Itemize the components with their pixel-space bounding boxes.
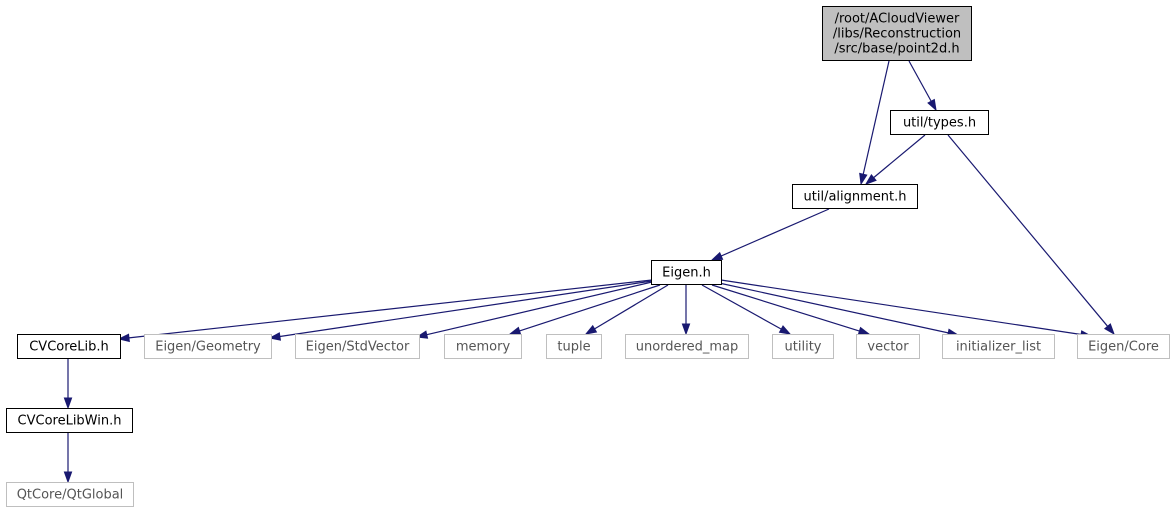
node-label: unordered_map — [636, 340, 739, 355]
edge-line — [720, 208, 830, 257]
node-box — [625, 334, 749, 359]
node-label: tuple — [557, 340, 590, 355]
edge-eigen-to-cvcorelib — [117, 279, 653, 343]
edge-root-to-types — [908, 60, 937, 112]
edge-root-to-alignment — [859, 60, 890, 186]
node-label: Eigen/Core — [1088, 340, 1159, 355]
edge-line — [862, 60, 890, 175]
node-label: utility — [785, 340, 822, 355]
edge-alignment-to-eigen — [710, 208, 830, 261]
node-box — [295, 334, 420, 359]
edge-eigen-to-eigen_geometry — [268, 280, 653, 341]
node-cvcorelibwin[interactable]: CVCoreLibWin.h — [6, 408, 133, 433]
edge-line — [720, 279, 1082, 336]
node-label: QtCore/QtGlobal — [17, 488, 124, 503]
edge-types-to-eigen_core — [947, 134, 1115, 336]
node-alignment[interactable]: util/alignment.h — [792, 184, 918, 209]
arrowhead-icon — [859, 172, 868, 186]
node-eigen[interactable]: Eigen.h — [651, 260, 722, 285]
edge-line — [718, 282, 949, 334]
node-types[interactable]: util/types.h — [890, 110, 989, 135]
node-eigen-stdvector: Eigen/StdVector — [295, 334, 420, 359]
node-box — [772, 334, 834, 359]
edge-line — [279, 280, 653, 338]
node-qtglobal: QtCore/QtGlobal — [6, 482, 134, 507]
node-utility: utility — [772, 334, 834, 359]
edge-eigen-to-unordered_map — [681, 285, 691, 336]
node-tuple: tuple — [546, 334, 602, 359]
node-box — [144, 334, 272, 359]
node-label: /root/ACloudViewer — [835, 12, 960, 27]
node-root[interactable]: /root/ACloudViewer/libs/Reconstruction/s… — [822, 6, 972, 61]
node-box — [651, 260, 722, 285]
node-label: /src/base/point2d.h — [834, 42, 959, 57]
node-label: util/alignment.h — [804, 190, 907, 205]
edge-eigen-to-eigen_stdvector — [415, 281, 653, 339]
node-box — [6, 408, 133, 433]
node-box — [942, 334, 1055, 359]
node-label: Eigen/Geometry — [155, 340, 261, 355]
node-label: CVCoreLib.h — [29, 340, 109, 355]
node-initializer-list: initializer_list — [942, 334, 1055, 359]
nodes-layer: /root/ACloudViewer/libs/Reconstruction/s… — [6, 6, 1170, 507]
arrowhead-icon — [508, 326, 522, 335]
edge-types-to-alignment — [864, 134, 926, 185]
edge-eigen-to-tuple — [584, 284, 669, 335]
edge-line — [947, 134, 1109, 327]
arrowhead-icon — [864, 173, 877, 185]
node-eigen-geometry: Eigen/Geometry — [144, 334, 272, 359]
node-label: CVCoreLibWin.h — [18, 414, 122, 429]
edge-line — [701, 284, 782, 330]
edge-line — [873, 134, 926, 179]
edge-cvcorelib-to-cvcorelibwin — [63, 359, 73, 410]
node-memory: memory — [444, 334, 522, 359]
node-label: /libs/Reconstruction — [833, 27, 961, 42]
edge-eigen-to-initializer_list — [718, 282, 960, 337]
edge-line — [426, 281, 653, 336]
node-box — [444, 334, 522, 359]
edge-line — [711, 284, 860, 332]
node-label: Eigen/StdVector — [306, 340, 410, 355]
edge-cvcorelibwin-to-qtglobal — [63, 433, 73, 484]
edge-eigen-to-eigen_core — [720, 279, 1093, 339]
arrowhead-icon — [710, 251, 724, 261]
arrowhead-icon — [778, 325, 792, 335]
node-box — [546, 334, 602, 359]
arrowhead-icon — [857, 326, 871, 335]
arrowhead-icon — [584, 324, 598, 335]
node-vector: vector — [856, 334, 920, 359]
arrowhead-icon — [1103, 323, 1115, 336]
node-box — [17, 334, 121, 359]
node-label: memory — [456, 340, 511, 355]
arrowhead-icon — [117, 333, 130, 343]
arrowhead-icon — [927, 98, 937, 112]
arrowhead-icon — [681, 323, 691, 336]
edge-line — [908, 60, 932, 102]
arrowhead-icon — [63, 471, 73, 484]
node-box — [890, 110, 989, 135]
edge-eigen-to-utility — [701, 284, 792, 335]
node-box — [792, 184, 918, 209]
arrowhead-icon — [63, 397, 73, 410]
node-label: vector — [867, 340, 909, 355]
arrowhead-icon — [268, 332, 282, 341]
edge-line — [128, 279, 653, 339]
node-unordered-map: unordered_map — [625, 334, 749, 359]
node-label: initializer_list — [956, 340, 1041, 355]
node-box — [822, 6, 972, 61]
node-cvcorelib[interactable]: CVCoreLib.h — [17, 334, 121, 359]
node-label: util/types.h — [903, 116, 976, 131]
edges-layer — [63, 60, 1115, 484]
node-label: Eigen.h — [662, 266, 711, 281]
edge-line — [519, 284, 661, 332]
node-box — [1077, 334, 1170, 359]
node-box — [856, 334, 920, 359]
edge-line — [594, 284, 669, 330]
node-eigen-core: Eigen/Core — [1077, 334, 1170, 359]
edge-eigen-to-vector — [711, 284, 871, 335]
node-box — [6, 482, 134, 507]
